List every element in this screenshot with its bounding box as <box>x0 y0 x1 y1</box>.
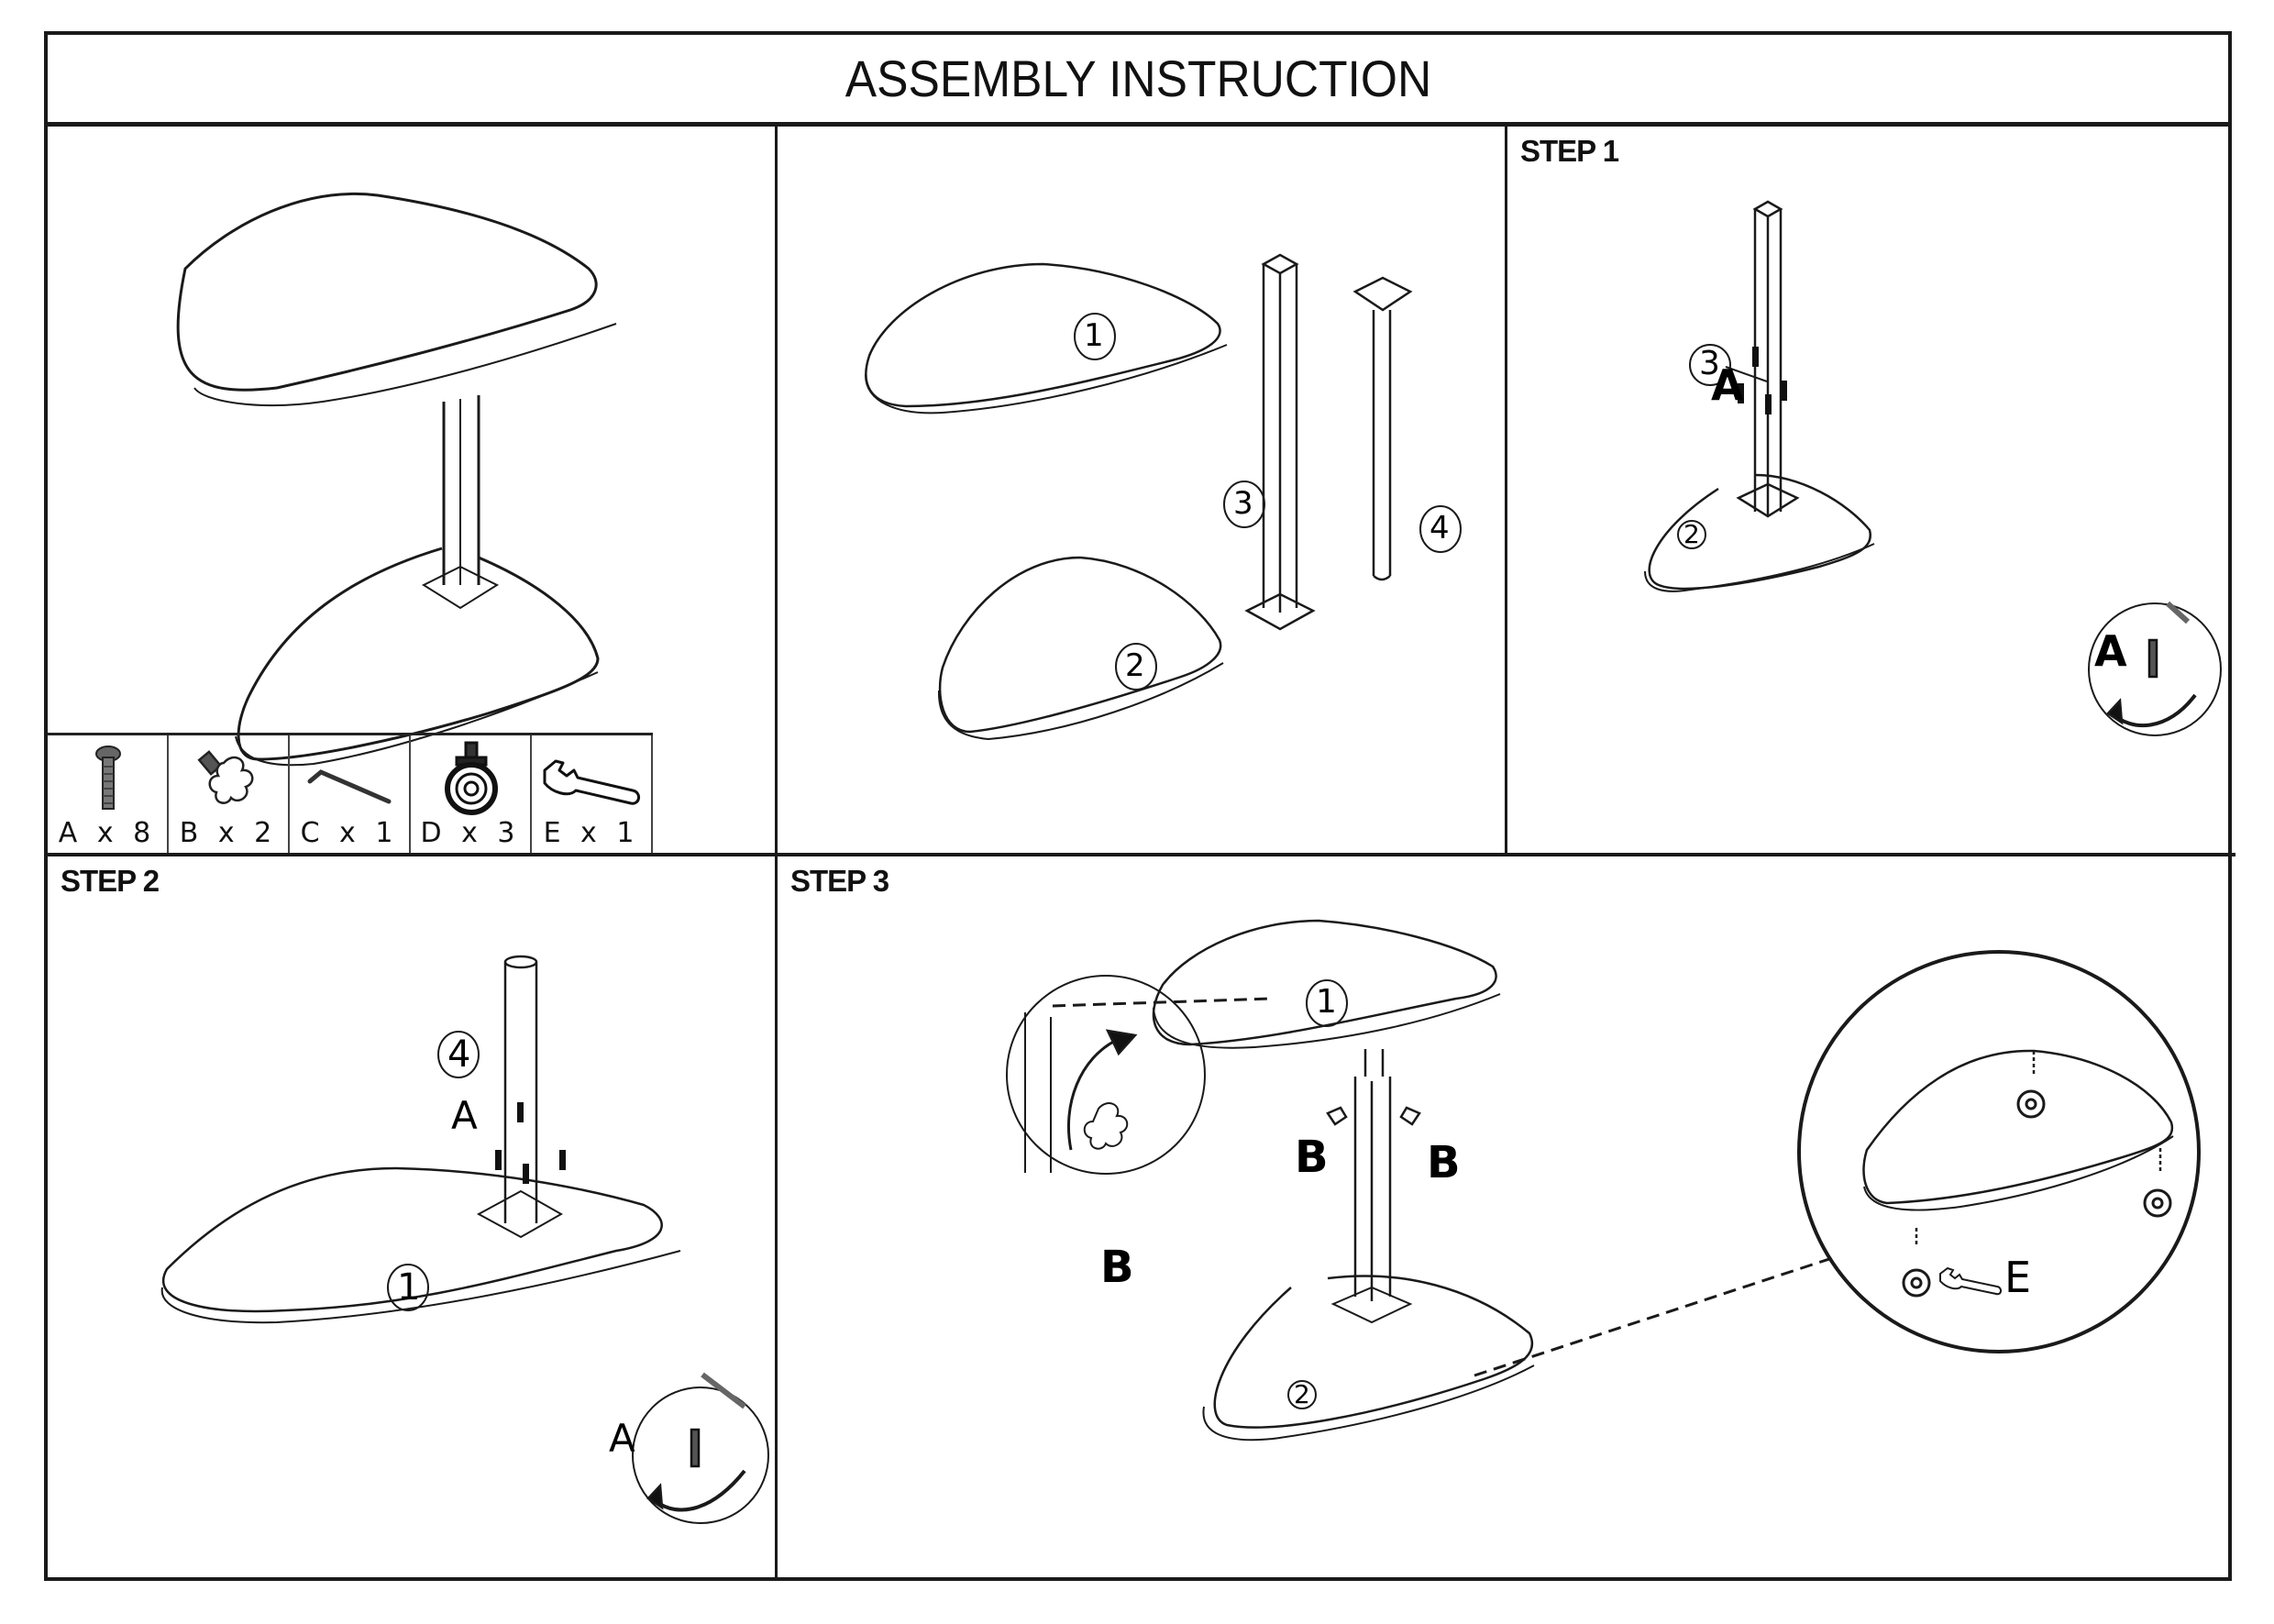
panel-overview: A x 8 B x 2 C x 1 <box>48 127 778 856</box>
parts-drawing <box>864 253 1462 741</box>
panel-step-1: STEP 1 <box>1507 127 2235 856</box>
panel-step-2: STEP 2 4 1 <box>48 856 778 1581</box>
wrench-icon <box>543 759 640 805</box>
hardware-callout-a-detail: A <box>609 1416 635 1461</box>
part-number-4: 4 <box>1430 510 1450 547</box>
part-3-square-column <box>1244 253 1316 631</box>
document-title: ASSEMBLY INSTRUCTION <box>844 50 1431 107</box>
detail-circle-casters <box>1797 950 2201 1353</box>
step-2-drawing <box>160 955 769 1524</box>
panel-step-3: STEP 3 <box>778 856 2235 1581</box>
hardware-cell-e: E x 1 <box>532 735 653 853</box>
instruction-sheet: ASSEMBLY INSTRUCTION A x <box>44 31 2235 1581</box>
detail-circle <box>2088 602 2222 736</box>
hardware-callout-a: A <box>1711 360 1744 410</box>
assembled-table-drawing <box>176 193 617 767</box>
hardware-callout-b-right: B <box>1427 1137 1461 1188</box>
part-number-2: 2 <box>1125 647 1145 684</box>
hardware-table: A x 8 B x 2 C x 1 <box>48 733 653 853</box>
hardware-label: E x 1 <box>543 817 640 849</box>
caster-wheel-icons <box>1902 1089 2172 1298</box>
hardware-callout-b-detail: B <box>1100 1242 1134 1293</box>
table-top-outline <box>176 193 598 392</box>
hardware-callout-a-detail: A <box>2094 626 2127 676</box>
part-number-1: 1 <box>1084 317 1104 354</box>
hardware-cell-a: A x 8 <box>48 735 169 853</box>
step-3-drawing <box>1006 919 2201 1442</box>
part-4-round-pole <box>1352 276 1413 581</box>
wrench-icon <box>1939 1266 2002 1296</box>
part-number-4: 4 <box>447 1033 471 1076</box>
part-number-circles <box>1074 313 1462 690</box>
hardware-callout-b-left: B <box>1295 1132 1329 1183</box>
part-number-3: 3 <box>1233 485 1253 522</box>
hardware-callout-a: A <box>451 1093 478 1138</box>
hardware-label: C x 1 <box>300 817 399 849</box>
screw-a-icons <box>1738 347 1787 414</box>
part-1-table-top <box>865 262 1221 408</box>
panel-parts: 1 2 3 4 <box>778 127 1507 856</box>
screw-icon <box>95 746 121 810</box>
title-bar: ASSEMBLY INSTRUCTION <box>48 35 2228 127</box>
step-label: STEP 2 <box>61 864 160 898</box>
hardware-cell-c: C x 1 <box>290 735 411 853</box>
part-number-1: 1 <box>397 1266 421 1309</box>
part-2-base <box>938 556 1222 734</box>
step-label: STEP 1 <box>1520 134 1619 168</box>
caster-wheel-icon <box>445 741 498 815</box>
hardware-cell-d: D x 3 <box>411 735 532 853</box>
step-1-drawing <box>1644 200 2222 736</box>
detail-circle <box>632 1386 769 1524</box>
thumb-knob-bolt-icon <box>197 750 254 804</box>
hardware-label: B x 2 <box>179 817 278 849</box>
base-plate <box>421 565 500 610</box>
hardware-label: D x 3 <box>420 817 521 849</box>
hardware-label: A x 8 <box>58 817 157 849</box>
allen-key-icon <box>307 769 392 804</box>
part-number-3: 3 <box>1699 345 1720 382</box>
detail-circle-knob <box>1006 975 1206 1175</box>
part-number-2: 2 <box>1294 1379 1310 1409</box>
hardware-cell-b: B x 2 <box>169 735 290 853</box>
step-label: STEP 3 <box>790 864 889 898</box>
hardware-callout-e: E <box>2004 1253 2032 1302</box>
part-number-1: 1 <box>1316 983 1337 1021</box>
base-outline <box>237 547 600 761</box>
part-number-2: 2 <box>1683 519 1700 549</box>
